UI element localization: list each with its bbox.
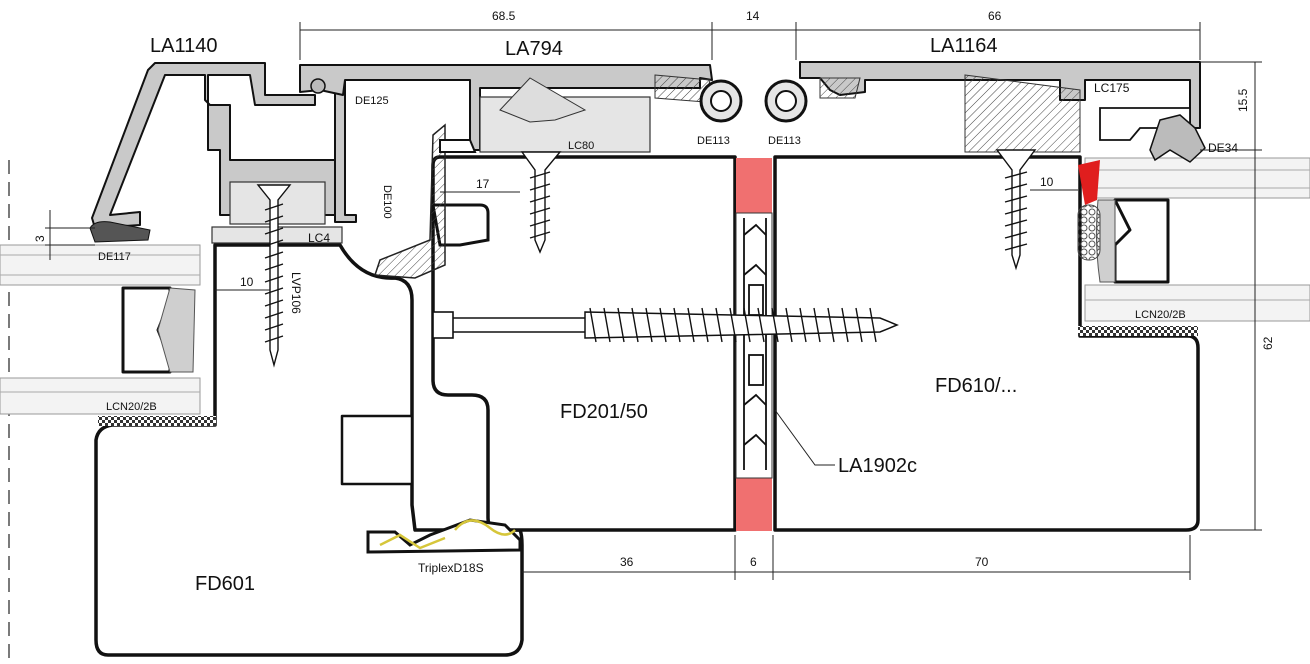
label-de100: DE100 xyxy=(381,185,393,219)
dim-17: 17 xyxy=(476,177,490,191)
dim-36: 36 xyxy=(620,555,634,569)
label-triplex: TriplexD18S xyxy=(418,561,484,575)
hatch-right-seal xyxy=(819,77,861,99)
gap-seal-top xyxy=(736,158,772,213)
dim-10-right: 10 xyxy=(1040,175,1054,189)
label-fd201: FD201/50 xyxy=(560,401,648,423)
gap-seal-bottom xyxy=(736,478,772,531)
label-lc4: LC4 xyxy=(308,231,330,245)
dim-66: 66 xyxy=(988,9,1002,23)
label-la794: LA794 xyxy=(505,38,563,60)
lc175-clip xyxy=(1099,107,1191,141)
dim-68-5: 68.5 xyxy=(492,9,516,23)
label-de34: DE34 xyxy=(1208,141,1238,155)
right-glass-bead xyxy=(1113,198,1170,284)
label-la1902c: LA1902c xyxy=(838,455,917,477)
de117-seal xyxy=(89,221,151,243)
dim-15-5: 15.5 xyxy=(1236,88,1250,112)
dim-62: 62 xyxy=(1261,336,1275,350)
label-de117: DE117 xyxy=(98,251,131,263)
screw-left-lvp106 xyxy=(256,184,292,368)
left-gasket xyxy=(157,287,196,373)
label-lc80: LC80 xyxy=(568,140,594,152)
fd610-frame-outline xyxy=(773,155,1200,532)
right-glazing xyxy=(1084,157,1310,322)
label-lvp106: LVP106 xyxy=(289,272,303,314)
label-de113-right: DE113 xyxy=(768,135,801,147)
de125-seal xyxy=(310,78,326,94)
lc80-cone xyxy=(499,77,587,123)
lcn-right-strip xyxy=(1078,326,1198,336)
dim-70: 70 xyxy=(975,555,989,569)
left-glazing xyxy=(0,244,201,415)
label-la1164: LA1164 xyxy=(930,35,997,57)
dim-3: 3 xyxy=(33,235,47,242)
red-sealant xyxy=(1078,160,1100,205)
dim-10-left: 10 xyxy=(240,275,254,289)
fd201-rebate xyxy=(431,203,490,247)
label-fd610: FD610/... xyxy=(935,375,1017,397)
long-screw xyxy=(432,307,899,343)
triplex-seal xyxy=(366,518,522,554)
lc80-insert xyxy=(479,96,651,153)
backer-rod xyxy=(1077,204,1101,261)
dimension-lines xyxy=(45,22,1262,580)
la1902c-leader xyxy=(774,409,835,466)
de34-seal xyxy=(1149,114,1206,163)
dim-14: 14 xyxy=(746,9,760,23)
labels: LA1140 LA794 LA1164 DE125 DE113 DE113 LC… xyxy=(33,9,1275,595)
timber-hatch-right xyxy=(964,74,1081,153)
fd601-inner-cavity xyxy=(340,414,414,486)
label-la1140: LA1140 xyxy=(150,35,217,57)
label-de125: DE125 xyxy=(355,95,389,107)
label-lcn-left: LCN20/2B xyxy=(106,401,157,413)
label-lcn-right: LCN20/2B xyxy=(1135,309,1186,321)
label-de113-left: DE113 xyxy=(697,135,730,147)
dim-6: 6 xyxy=(750,555,757,569)
la1902c-profile-shape xyxy=(743,218,767,470)
label-fd601: FD601 xyxy=(195,573,255,595)
screw-right xyxy=(995,149,1037,271)
lcn-left-strip xyxy=(98,416,216,426)
label-lc175: LC175 xyxy=(1094,81,1130,95)
screw-middle xyxy=(520,151,562,254)
